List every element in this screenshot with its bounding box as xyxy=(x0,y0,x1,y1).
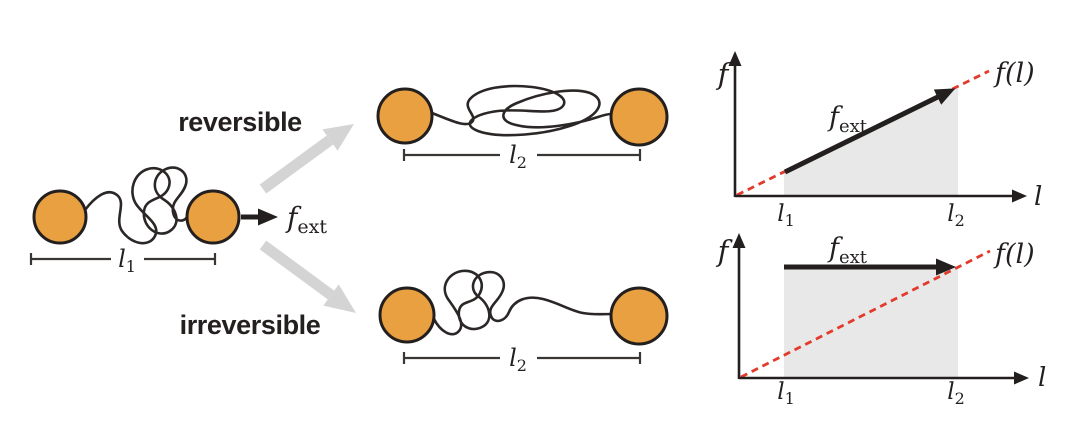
process-irreversible: irreversible xyxy=(180,240,356,340)
applied-force-label: fext xyxy=(827,102,868,137)
bead-left xyxy=(376,87,434,145)
external-force-label: fext xyxy=(285,201,327,238)
work-shaded-area xyxy=(784,268,958,378)
tick-label-l2: l2 xyxy=(947,379,965,408)
polymer-coil-knotted xyxy=(432,269,613,336)
curve-label: f(l) xyxy=(993,239,1035,270)
length-measure-l1: l1 xyxy=(29,245,217,276)
tick-label-l2: l2 xyxy=(947,201,965,230)
tick-label-l1: l1 xyxy=(777,201,795,230)
polymer-coil xyxy=(83,166,190,245)
plot-irreversible: f l f(l) fext l1 l2 xyxy=(716,233,1046,408)
bead-left xyxy=(378,286,436,344)
length-label-l1: l1 xyxy=(118,245,136,276)
process-arrowhead-reversible xyxy=(322,124,354,151)
length-label-l2: l2 xyxy=(509,141,527,172)
length-label-l2: l2 xyxy=(509,344,527,375)
bead-right xyxy=(185,189,241,245)
process-arrow-reversible xyxy=(259,135,334,194)
process-label-irreversible: irreversible xyxy=(180,310,321,340)
process-arrow-irreversible xyxy=(259,240,335,300)
length-measure-l2-top: l2 xyxy=(402,141,642,172)
bead-left xyxy=(32,189,88,245)
applied-force-arrow xyxy=(783,88,956,175)
stretched-state-reversible: l2 xyxy=(376,84,669,172)
plot-reversible: f l f(l) fext l1 l2 xyxy=(716,51,1042,230)
bead-right xyxy=(609,87,669,147)
bead-right xyxy=(609,286,669,346)
process-arrowhead-irreversible xyxy=(323,284,356,313)
x-axis-label: l xyxy=(1038,363,1046,393)
polymer-coil-relaxed xyxy=(430,84,613,137)
y-axis-label: f xyxy=(716,57,734,91)
applied-force-label: fext xyxy=(827,233,868,268)
curve-label: f(l) xyxy=(993,58,1035,89)
length-measure-l2-bottom: l2 xyxy=(402,344,642,375)
tick-label-l1: l1 xyxy=(777,379,795,408)
x-axis-label: l xyxy=(1034,182,1042,212)
process-label-reversible: reversible xyxy=(178,107,302,137)
process-reversible: reversible xyxy=(178,107,354,194)
stretched-state-irreversible: l2 xyxy=(378,269,669,375)
work-shaded-area xyxy=(784,87,958,196)
y-axis-label: f xyxy=(716,234,734,268)
